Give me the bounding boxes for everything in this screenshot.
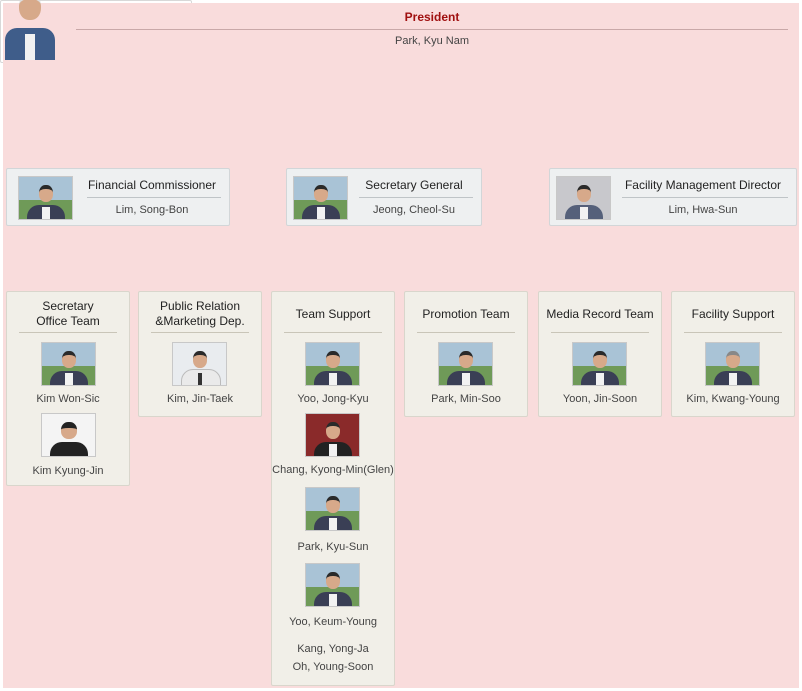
photo-head xyxy=(576,185,591,202)
president-photo xyxy=(2,0,58,60)
member-photo xyxy=(41,342,96,386)
team-rule xyxy=(551,332,649,333)
team-public-relation: Public Relation &Marketing Dep. Kim, Jin… xyxy=(138,291,262,417)
member-name: Yoo, Keum-Young xyxy=(289,616,377,628)
photo-head xyxy=(61,351,76,368)
photo-shirt xyxy=(41,207,50,219)
team-rule xyxy=(684,332,782,333)
photo-shirt xyxy=(579,207,588,219)
photo-shirt xyxy=(64,373,73,385)
photo-head xyxy=(325,496,340,513)
photo-head xyxy=(325,422,340,439)
team-rule xyxy=(151,332,249,333)
secretary-general-box: Secretary General Jeong, Cheol-Su xyxy=(286,168,482,226)
secretary-general-name: Jeong, Cheol-Su xyxy=(373,204,455,216)
team-title: Team Support xyxy=(295,307,371,321)
president-name: Park, Kyu Nam xyxy=(395,35,469,47)
member-photo xyxy=(305,342,360,386)
financial-commissioner-rule xyxy=(87,197,221,198)
team-rule xyxy=(417,332,515,333)
photo-shirt xyxy=(316,207,325,219)
photo-shirt xyxy=(328,594,337,606)
member-name: Park, Min-Soo xyxy=(431,393,501,405)
photo-head xyxy=(325,572,340,589)
member-name: Kim, Kwang-Young xyxy=(686,393,780,405)
photo-head xyxy=(38,185,53,202)
financial-commissioner-title: Financial Commissioner xyxy=(87,178,217,192)
facility-management-director-name: Lim, Hwa-Sun xyxy=(668,204,738,216)
member-photo xyxy=(305,413,360,457)
member-photo xyxy=(305,563,360,607)
secretary-general-photo xyxy=(293,176,348,220)
team-title: Media Record Team xyxy=(546,307,654,321)
photo-shirt xyxy=(328,373,337,385)
team-title-line2: Office Team xyxy=(36,314,100,328)
financial-commissioner-box: Financial Commissioner Lim, Song-Bon xyxy=(6,168,230,226)
member-name: Chang, Kyong-Min(Glen) xyxy=(272,464,394,476)
team-secretary-office: Secretary Office Team Kim Won-Sic Kim Ky… xyxy=(6,291,130,486)
team-rule xyxy=(19,332,117,333)
secretary-general-rule xyxy=(359,197,473,198)
facility-management-director-rule xyxy=(622,197,788,198)
photo-head xyxy=(725,351,740,368)
member-name-extra: Oh, Young-Soon xyxy=(292,661,374,673)
team-support: Team Support Yoo, Jong-Kyu Chang, Kyong-… xyxy=(271,291,395,686)
team-title: Facility Support xyxy=(691,307,775,321)
photo-head xyxy=(60,422,77,439)
team-facility-support: Facility Support Kim, Kwang-Young xyxy=(671,291,795,417)
photo-shirt xyxy=(595,373,604,385)
president-box-bg xyxy=(3,3,799,688)
member-photo xyxy=(41,413,96,457)
photo-head xyxy=(592,351,607,368)
photo-head xyxy=(325,351,340,368)
member-name: Kim, Jin-Taek xyxy=(166,393,234,405)
president-photo-shirt xyxy=(25,34,35,60)
member-name-extra: Kang, Yong-Ja xyxy=(297,643,369,655)
photo-head xyxy=(313,185,328,202)
president-photo-head xyxy=(19,0,41,20)
facility-management-director-title: Facility Management Director xyxy=(624,178,782,192)
photo-shirt xyxy=(461,373,470,385)
president-rule xyxy=(76,29,788,30)
photo-shirt xyxy=(328,518,337,530)
team-media-record: Media Record Team Yoon, Jin-Soon xyxy=(538,291,662,417)
member-photo xyxy=(572,342,627,386)
team-rule xyxy=(284,332,382,333)
financial-commissioner-name: Lim, Song-Bon xyxy=(115,204,189,216)
member-photo xyxy=(305,487,360,531)
member-name: Kim Won-Sic xyxy=(36,393,100,405)
photo-shirt xyxy=(197,373,202,385)
photo-shirt xyxy=(328,444,337,456)
member-photo xyxy=(438,342,493,386)
member-name: Park, Kyu-Sun xyxy=(297,541,369,553)
photo-head xyxy=(458,351,473,368)
member-name: Yoo, Jong-Kyu xyxy=(297,393,369,405)
photo-head xyxy=(192,351,207,368)
team-promotion: Promotion Team Park, Min-Soo xyxy=(404,291,528,417)
facility-management-director-photo xyxy=(556,176,611,220)
secretary-general-title: Secretary General xyxy=(365,178,463,192)
member-name: Yoon, Jin-Soon xyxy=(562,393,638,405)
facility-management-director-box: Facility Management Director Lim, Hwa-Su… xyxy=(549,168,797,226)
photo-body xyxy=(49,442,88,456)
photo-shirt xyxy=(728,373,737,385)
financial-commissioner-photo xyxy=(18,176,73,220)
team-title-line2: &Marketing Dep. xyxy=(155,314,245,328)
member-photo xyxy=(705,342,760,386)
president-title: President xyxy=(404,10,460,24)
member-photo xyxy=(172,342,227,386)
team-title-line1: Public Relation xyxy=(159,299,241,313)
member-name: Kim Kyung-Jin xyxy=(32,465,104,477)
team-title-line1: Secretary xyxy=(42,299,94,313)
team-title: Promotion Team xyxy=(422,307,510,321)
